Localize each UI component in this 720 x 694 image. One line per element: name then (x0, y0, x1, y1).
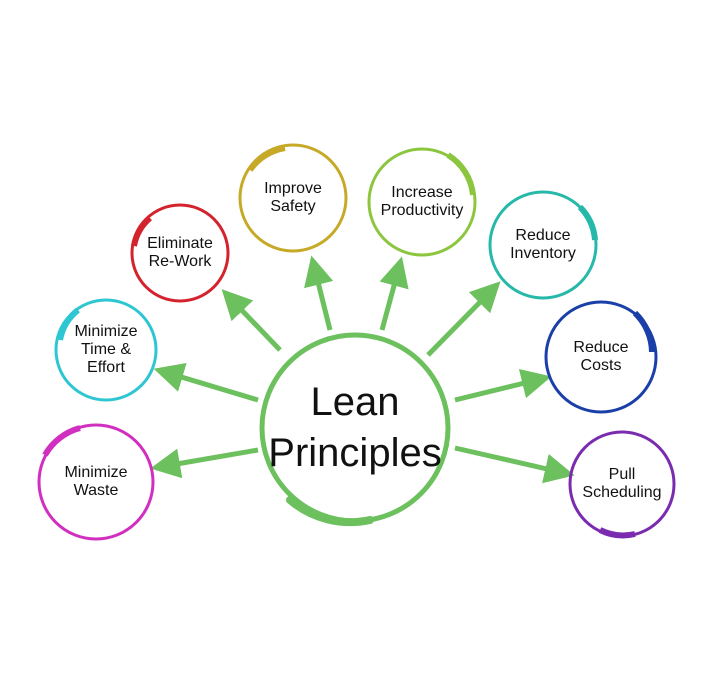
circle-eliminate-rework (130, 203, 230, 303)
node-eliminate-rework: Eliminate Re-Work (147, 235, 213, 270)
arrow-minimize-waste (150, 447, 259, 479)
node-reduce-inventory: Reduce Inventory (510, 227, 576, 262)
circle-minimize-waste (37, 423, 155, 541)
arrow-pull-scheduling (454, 445, 575, 484)
circle-increase-productivity (367, 147, 477, 257)
arrow-improve-safety (304, 255, 334, 331)
circle-minimize-time-effort (54, 298, 158, 402)
arrow-reduce-costs (454, 368, 552, 403)
circle-pull-scheduling (568, 430, 676, 539)
arrow-reduce-inventory (426, 281, 501, 357)
node-pull-scheduling: Pull Scheduling (582, 466, 662, 501)
arrow-eliminate-rework (221, 289, 282, 352)
arrows (150, 255, 575, 484)
center-label: Lean Principles (268, 379, 442, 475)
circle-improve-safety (238, 143, 348, 253)
node-improve-safety: Improve Safety (264, 180, 322, 215)
node-reduce-costs: Reduce Costs (573, 339, 629, 374)
node-increase-productivity: Increase Productivity (380, 184, 464, 219)
node-minimize-time-effort: Minimize Time & Effort (74, 323, 138, 376)
arrow-increase-productivity (379, 256, 409, 331)
arrow-minimize-time-effort (153, 362, 259, 403)
node-circles (37, 143, 676, 541)
circle-reduce-inventory (488, 190, 598, 300)
node-minimize-waste: Minimize Waste (64, 464, 128, 499)
circle-reduce-costs (544, 300, 658, 414)
center-circle (259, 332, 451, 527)
